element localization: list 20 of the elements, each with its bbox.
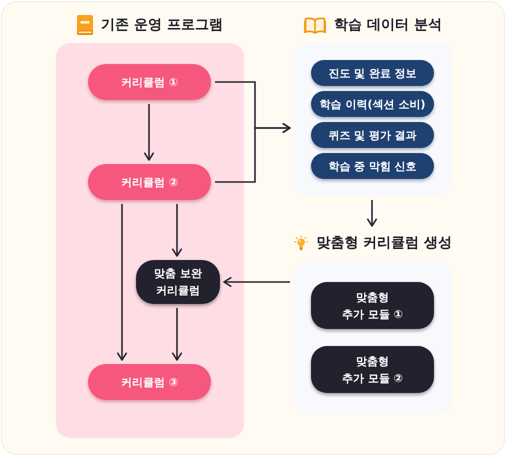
group-heading: 기존 운영 프로그램 [101, 16, 223, 34]
group-heading: 학습 데이터 분석 [334, 16, 442, 34]
arrow [172, 308, 182, 361]
data-pill: 진도 및 완료 정보 [311, 60, 434, 86]
curriculum-pill: 커리큘럼 ③ [88, 364, 211, 400]
data-pill: 학습 이력(섹션 소비) [311, 91, 434, 117]
curriculum-pill: 커리큘럼 ① [88, 64, 211, 100]
module-pill: 맞춤형 추가 모듈 ① [311, 282, 434, 329]
curriculum-pill: 맞춤 보완 커리큘럼 [136, 260, 220, 304]
arrow [117, 204, 127, 361]
arrow [367, 200, 377, 227]
data-pill: 퀴즈 및 평가 결과 [311, 122, 434, 148]
module-pill: 맞춤형 추가 모듈 ② [311, 346, 434, 393]
data-pill: 학습 중 막힘 신호 [311, 153, 434, 179]
arrow [172, 204, 182, 257]
group-heading: 맞춤형 커리큘럼 생성 [316, 234, 452, 252]
arrow [223, 277, 290, 287]
curriculum-pill: 커리큘럼 ② [88, 164, 211, 200]
arrow [215, 123, 291, 183]
arrow [144, 104, 154, 161]
